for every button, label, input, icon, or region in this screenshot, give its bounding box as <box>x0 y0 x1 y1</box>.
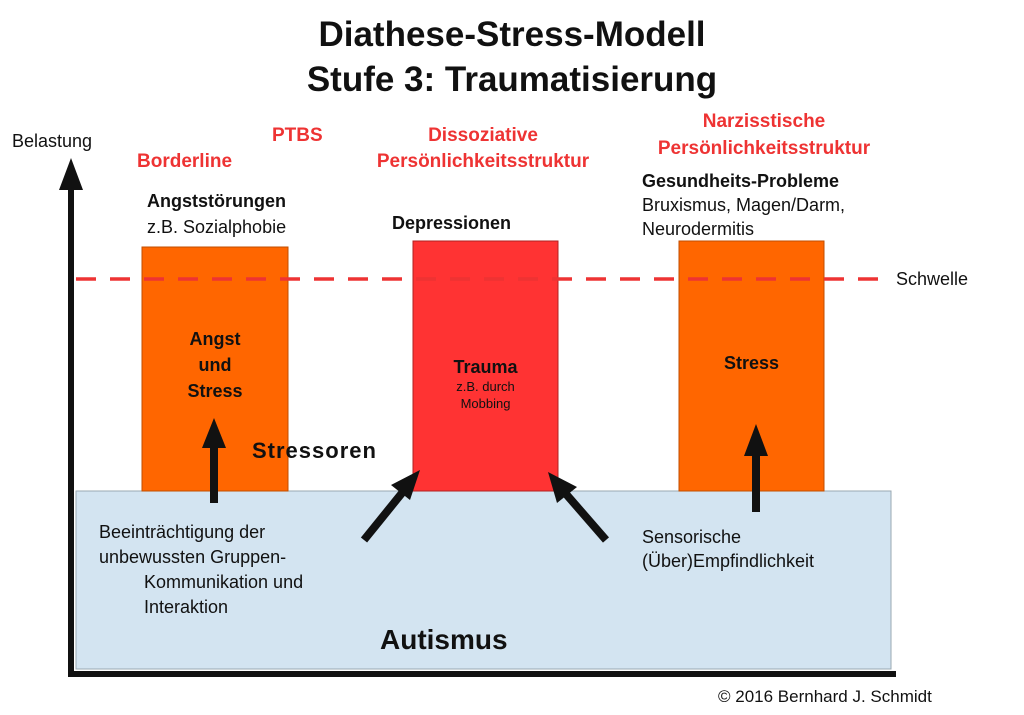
disorder-narzisstische-1: Narzisstische <box>702 111 826 132</box>
outcome-gesundheit-line2: Bruxismus, Magen/Darm, <box>642 195 846 215</box>
disorder-dissoziative-2: Persönlichkeitsstruktur <box>376 151 590 172</box>
base-left-line-2: unbewussten Gruppen- <box>99 547 287 567</box>
title-line-1: Diathese-Stress-Modell <box>318 15 706 54</box>
outcome-gesundheit-title: Gesundheits-Probleme <box>642 171 840 191</box>
arrow-diagonal-right-head <box>548 472 577 503</box>
arrow-diagonal-right <box>562 491 610 543</box>
bar-left-line-3: Stress <box>187 381 243 401</box>
arrow-diagonal-left <box>360 490 406 543</box>
y-axis-arrowhead <box>59 158 83 190</box>
bar-left-line-1: Angst <box>189 329 241 349</box>
outcome-gesundheit-line3: Neurodermitis <box>642 219 755 239</box>
title-line-2: Stufe 3: Traumatisierung <box>306 60 718 99</box>
disorder-borderline: Borderline <box>137 151 233 172</box>
outcome-angst-example: z.B. Sozialphobie <box>147 217 287 237</box>
bar-left-text: Angst und Stress <box>142 326 288 404</box>
outcome-angststoerungen: Angststörungen <box>147 191 286 211</box>
disorder-ptbs: PTBS <box>272 125 323 146</box>
threshold-label: Schwelle <box>896 269 969 289</box>
bar-right-text: Stress <box>723 353 780 373</box>
base-left-line-1: Beeinträchtigung der <box>99 522 266 542</box>
autismus-base-block <box>75 490 892 670</box>
disorder-dissoziative-1: Dissoziative <box>428 125 538 146</box>
bar-middle-sub-2: Mobbing <box>460 396 511 411</box>
arrow-left-up-head <box>202 418 226 448</box>
base-right-line-1: Sensorische <box>642 527 742 547</box>
base-left-line-4: Interaktion <box>144 597 229 617</box>
base-right-line-2: (Über)Empfindlichkeit <box>642 551 815 571</box>
disorder-narzisstische-2: Persönlichkeitsstruktur <box>657 138 871 159</box>
trauma-bar <box>412 240 559 492</box>
arrow-right-up-head <box>744 424 768 456</box>
base-left-line-3: Kommunikation und <box>144 572 304 592</box>
stressoren-label: Stressoren <box>252 438 377 463</box>
arrow-diagonal-left-head <box>391 470 420 500</box>
bar-middle-sub-1: z.B. durch <box>456 379 515 394</box>
bar-left-line-2: und <box>198 355 232 375</box>
bar-middle-text: Trauma z.B. durch Mobbing <box>413 356 558 412</box>
outcome-depressionen: Depressionen <box>392 213 512 233</box>
bar-middle-title: Trauma <box>453 357 518 377</box>
y-axis-label: Belastung <box>12 131 93 151</box>
base-label-autismus: Autismus <box>380 624 508 655</box>
copyright: © 2016 Bernhard J. Schmidt <box>718 687 932 706</box>
